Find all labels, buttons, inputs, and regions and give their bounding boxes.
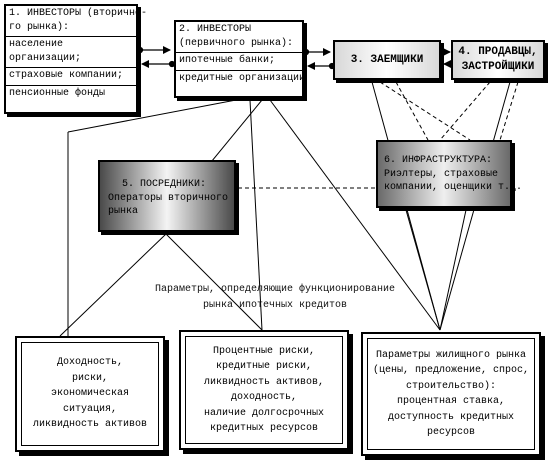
- params-middle-line: наличие долгосрочных: [203, 407, 325, 419]
- item-organizations: организации;: [9, 52, 82, 64]
- dashed-top: [379, 81, 519, 141]
- arrows-3-4: [443, 48, 451, 68]
- arrows-2-3: [302, 48, 336, 70]
- params-middle-line: доходность,: [230, 392, 297, 403]
- params-middle-line: кредитные риски,: [215, 361, 312, 372]
- params-right-line: Параметры жилищного рынка: [375, 349, 527, 361]
- box-investors-primary-item: ипотечные банки;: [176, 53, 302, 71]
- params-left-box: Доходность, риски, экономическая ситуаци…: [15, 336, 165, 452]
- box-investors-secondary-item: страховые компании;: [6, 68, 136, 86]
- box-investors-secondary-title2: го рынка):: [9, 21, 70, 33]
- box-sellers: 4. ПРОДАВЦЫ, ЗАСТРОЙЩИКИ: [451, 40, 545, 80]
- params-left-inner: Доходность, риски, экономическая ситуаци…: [21, 342, 159, 446]
- box-intermediaries-line2: Операторы вторичного: [108, 192, 229, 204]
- box-sellers-title2: ЗАСТРОЙЩИКИ: [461, 60, 535, 73]
- params-middle-box: Процентные риски, кредитные риски, ликви…: [179, 330, 349, 450]
- center-label: Параметры, определяющие функционирование…: [140, 282, 410, 313]
- box-investors-primary-title2: (первичного рынка):: [179, 37, 294, 49]
- params-left-line: ликвидность активов: [32, 419, 148, 431]
- box-investors-primary-title: 2. ИНВЕСТОРЫ: [179, 24, 252, 35]
- item-pension-funds: пенсионные фонды: [9, 87, 106, 99]
- box-intermediaries-title: 5. ПОСРЕДНИКИ:: [122, 179, 207, 190]
- item-insurance: страховые компании;: [9, 70, 124, 81]
- box-investors-secondary-item: пенсионные фонды: [6, 86, 136, 103]
- box-sellers-title: 4. ПРОДАВЦЫ,: [458, 46, 538, 58]
- params-middle-line: Процентные риски,: [212, 345, 316, 357]
- box-investors-secondary-item: население организации;: [6, 37, 136, 68]
- box-borrowers: 3. ЗАЕМЩИКИ: [333, 40, 441, 80]
- arrows-1-2: [136, 46, 176, 68]
- box-investors-secondary: 1. ИНВЕСТОРЫ (вторично- го рынка): насел…: [4, 4, 148, 114]
- params-right-line: (цены, предложение, спрос,: [372, 365, 530, 376]
- center-label-line1: Параметры, определяющие функционирование: [154, 284, 396, 295]
- box-infrastructure-title: 6. ИНФРАСТРУКТУРА:: [384, 155, 493, 166]
- box-infrastructure-line3: компании, оценщики т.д.: [384, 182, 523, 193]
- box-investors-primary: 2. ИНВЕСТОРЫ (первичного рынка): ипотечн…: [174, 20, 306, 98]
- box-investors-secondary-title: 1. ИНВЕСТОРЫ (вторично-: [9, 8, 148, 19]
- box-investors-secondary-header: 1. ИНВЕСТОРЫ (вторично- го рынка):: [6, 6, 148, 37]
- item-population: население: [9, 39, 64, 50]
- params-right-line: доступность кредитных: [387, 411, 515, 423]
- params-middle-line: ликвидность активов,: [203, 376, 325, 388]
- box-investors-primary-header: 2. ИНВЕСТОРЫ (первичного рынка):: [176, 22, 302, 53]
- params-left-line: риски,: [71, 372, 108, 384]
- box-intermediaries: 5. ПОСРЕДНИКИ: Операторы вторичного рынк…: [98, 160, 236, 232]
- box-investors-primary-item: кредитные организации: [176, 71, 306, 88]
- params-right-inner: Параметры жилищного рынка (цены, предлож…: [367, 338, 535, 450]
- box-borrowers-title: 3. ЗАЕМЩИКИ: [350, 54, 424, 66]
- params-right-line: процентная ставка,: [396, 396, 506, 407]
- params-right-line: ресурсов: [426, 427, 475, 438]
- box-infrastructure: 6. ИНФРАСТРУКТУРА: Риэлтеры, страховые к…: [376, 140, 523, 208]
- params-left-line: Доходность,: [56, 357, 123, 369]
- item-credit-orgs: кредитные организации: [179, 72, 306, 84]
- center-label-line2: рынка ипотечных кредитов: [202, 299, 348, 311]
- params-right-line: строительство):: [405, 380, 496, 392]
- item-mortgage-banks: ипотечные банки;: [179, 55, 276, 66]
- params-right-box: Параметры жилищного рынка (цены, предлож…: [361, 332, 541, 456]
- params-middle-line: кредитных ресурсов: [209, 423, 319, 434]
- box-infrastructure-line2: Риэлтеры, страховые: [384, 168, 499, 180]
- lines-box5: [59, 233, 263, 337]
- params-middle-inner: Процентные риски, кредитные риски, ликви…: [185, 336, 343, 444]
- params-left-line: экономическая ситуация,: [50, 388, 129, 415]
- box-intermediaries-line3: рынка: [108, 206, 139, 217]
